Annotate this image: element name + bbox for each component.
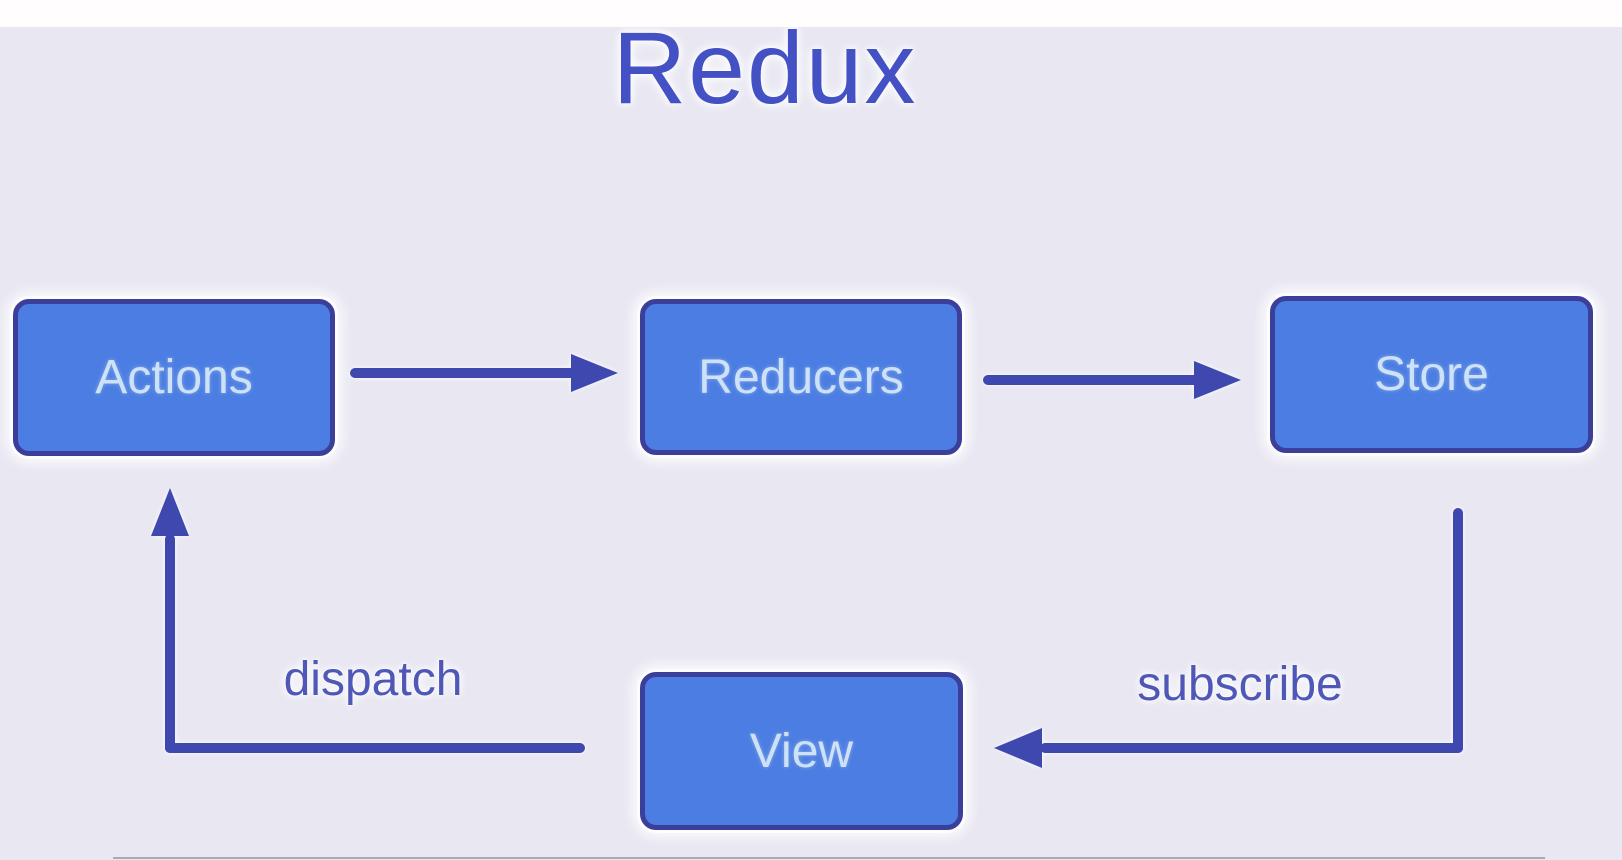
- node-view: View: [640, 672, 963, 830]
- node-store-label: Store: [1374, 348, 1489, 401]
- arrow-shaft-vertical: [1453, 508, 1463, 753]
- edge-label-subscribe: subscribe: [1137, 658, 1343, 711]
- node-reducers: Reducers: [640, 299, 962, 455]
- diagram-title: Redux: [612, 11, 918, 125]
- node-actions: Actions: [13, 299, 335, 456]
- node-reducers-label: Reducers: [698, 350, 904, 404]
- arrowhead-right-icon: [1194, 361, 1241, 399]
- arrow-shaft: [350, 368, 576, 378]
- arrowhead-up-icon: [151, 488, 189, 536]
- node-actions-label: Actions: [95, 351, 253, 404]
- arrow-shaft: [983, 375, 1199, 385]
- arrow-shaft-horizontal: [165, 743, 585, 753]
- top-margin-band: [0, 0, 1622, 27]
- arrow-shaft-horizontal: [1040, 743, 1463, 753]
- node-view-label: View: [749, 724, 854, 778]
- edge-label-dispatch: dispatch: [283, 653, 463, 706]
- arrowhead-right-icon: [571, 354, 618, 392]
- bottom-edge-line: [113, 857, 1545, 859]
- node-store: Store: [1270, 296, 1593, 453]
- arrowhead-left-icon: [994, 728, 1042, 768]
- arrow-shaft-vertical: [165, 534, 175, 753]
